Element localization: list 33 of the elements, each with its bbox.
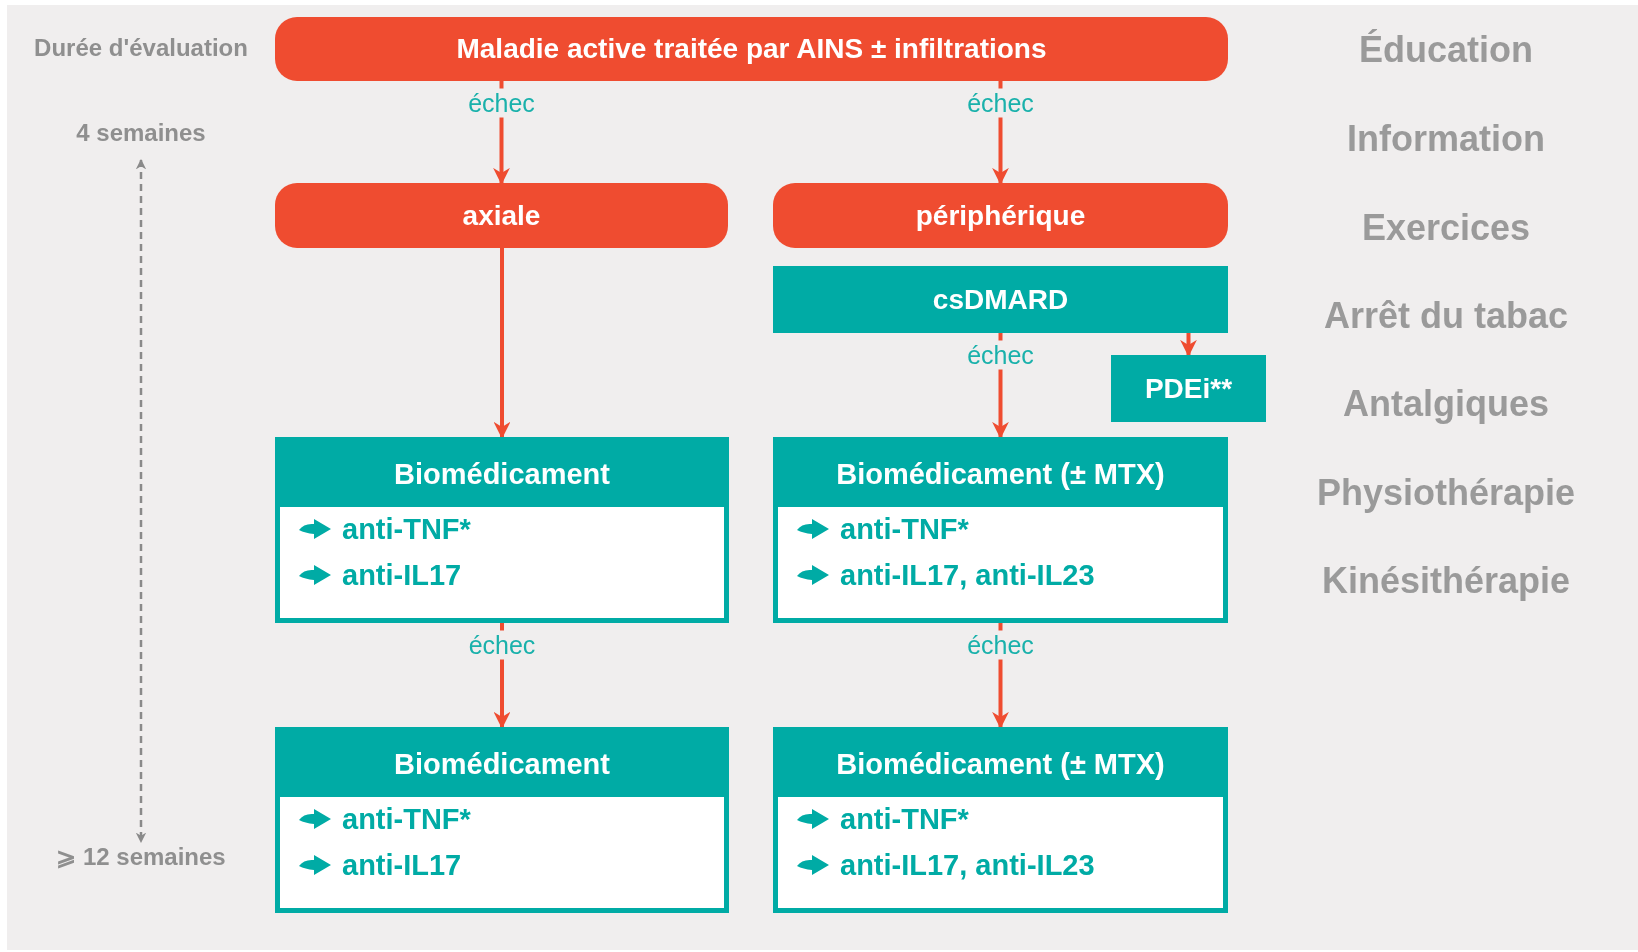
measure-label: Arrêt du tabac bbox=[1323, 295, 1569, 337]
drug-name: anti-TNF* bbox=[840, 802, 969, 836]
measure-label: Kinésithérapie bbox=[1321, 560, 1571, 602]
rounded-process-box: Maladie active traitée par AINS ± infiltrations bbox=[275, 17, 1228, 81]
rounded-process-box: axiale bbox=[275, 183, 728, 248]
treatment-box: csDMARD bbox=[773, 266, 1228, 333]
card-heading: Biomédicament bbox=[279, 441, 725, 507]
arrow bbox=[493, 248, 511, 439]
drug-name: anti-IL17, anti-IL23 bbox=[840, 848, 1095, 882]
measure-label: Exercices bbox=[1361, 207, 1531, 249]
rounded-process-box: périphérique bbox=[773, 183, 1228, 248]
treatment-card bbox=[773, 727, 1228, 913]
duration-label: ⩾ 12 semaines bbox=[56, 843, 226, 871]
card-heading: Biomédicament (± MTX) bbox=[777, 731, 1224, 797]
drug-name: anti-TNF* bbox=[840, 512, 969, 546]
drug-name: anti-IL17 bbox=[342, 558, 462, 592]
duration-label: Durée d'évaluation bbox=[34, 34, 248, 62]
treatment-card bbox=[275, 727, 729, 913]
measure-label: Physiothérapie bbox=[1316, 472, 1576, 514]
measure-label: Information bbox=[1347, 118, 1545, 160]
drug-name: anti-IL17 bbox=[342, 848, 462, 882]
arrow bbox=[1180, 333, 1197, 357]
drug-name: anti-IL17, anti-IL23 bbox=[840, 558, 1095, 592]
drug-name: anti-TNF* bbox=[342, 802, 471, 836]
treatment-card bbox=[773, 437, 1228, 623]
drug-name: anti-TNF* bbox=[342, 512, 471, 546]
duration-label: 4 semaines bbox=[76, 119, 206, 147]
treatment-card bbox=[275, 437, 729, 623]
measure-label: Antalgiques bbox=[1343, 383, 1549, 425]
measure-label: Éducation bbox=[1359, 29, 1533, 71]
card-heading: Biomédicament (± MTX) bbox=[777, 441, 1224, 507]
card-heading: Biomédicament bbox=[279, 731, 725, 797]
treatment-box: PDEi** bbox=[1111, 355, 1266, 422]
